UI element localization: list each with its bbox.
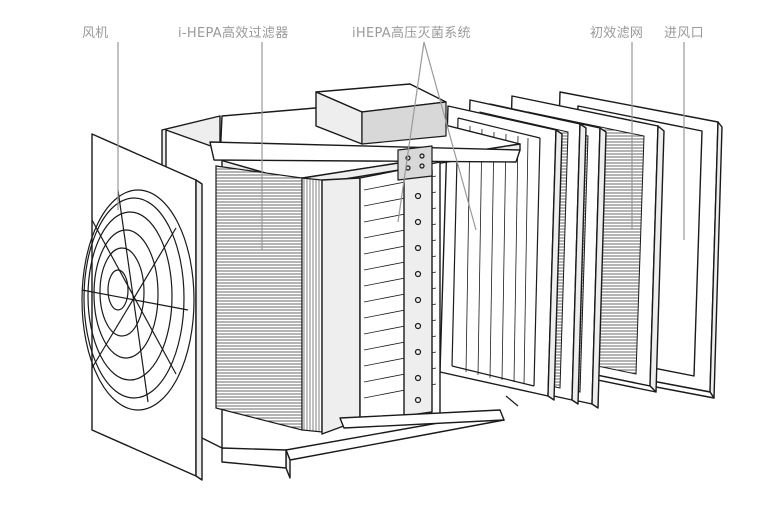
label-ihepa-filter: i-HEPA高效过滤器 — [178, 26, 289, 41]
label-fan: 风机 — [82, 26, 109, 41]
fan-panel — [81, 133, 203, 481]
hv-sterilization-module — [339, 145, 505, 429]
label-primary-filter: 初效滤网 — [590, 26, 644, 41]
leader-hv-right — [423, 41, 477, 231]
leader-hv-left — [397, 41, 425, 223]
leader-lines — [117, 41, 685, 250]
label-air-inlet: 进风口 — [664, 26, 704, 41]
filter-frame-stack — [439, 99, 607, 409]
label-hv-sterilization: iHEPA高压灭菌系统 — [352, 26, 471, 41]
